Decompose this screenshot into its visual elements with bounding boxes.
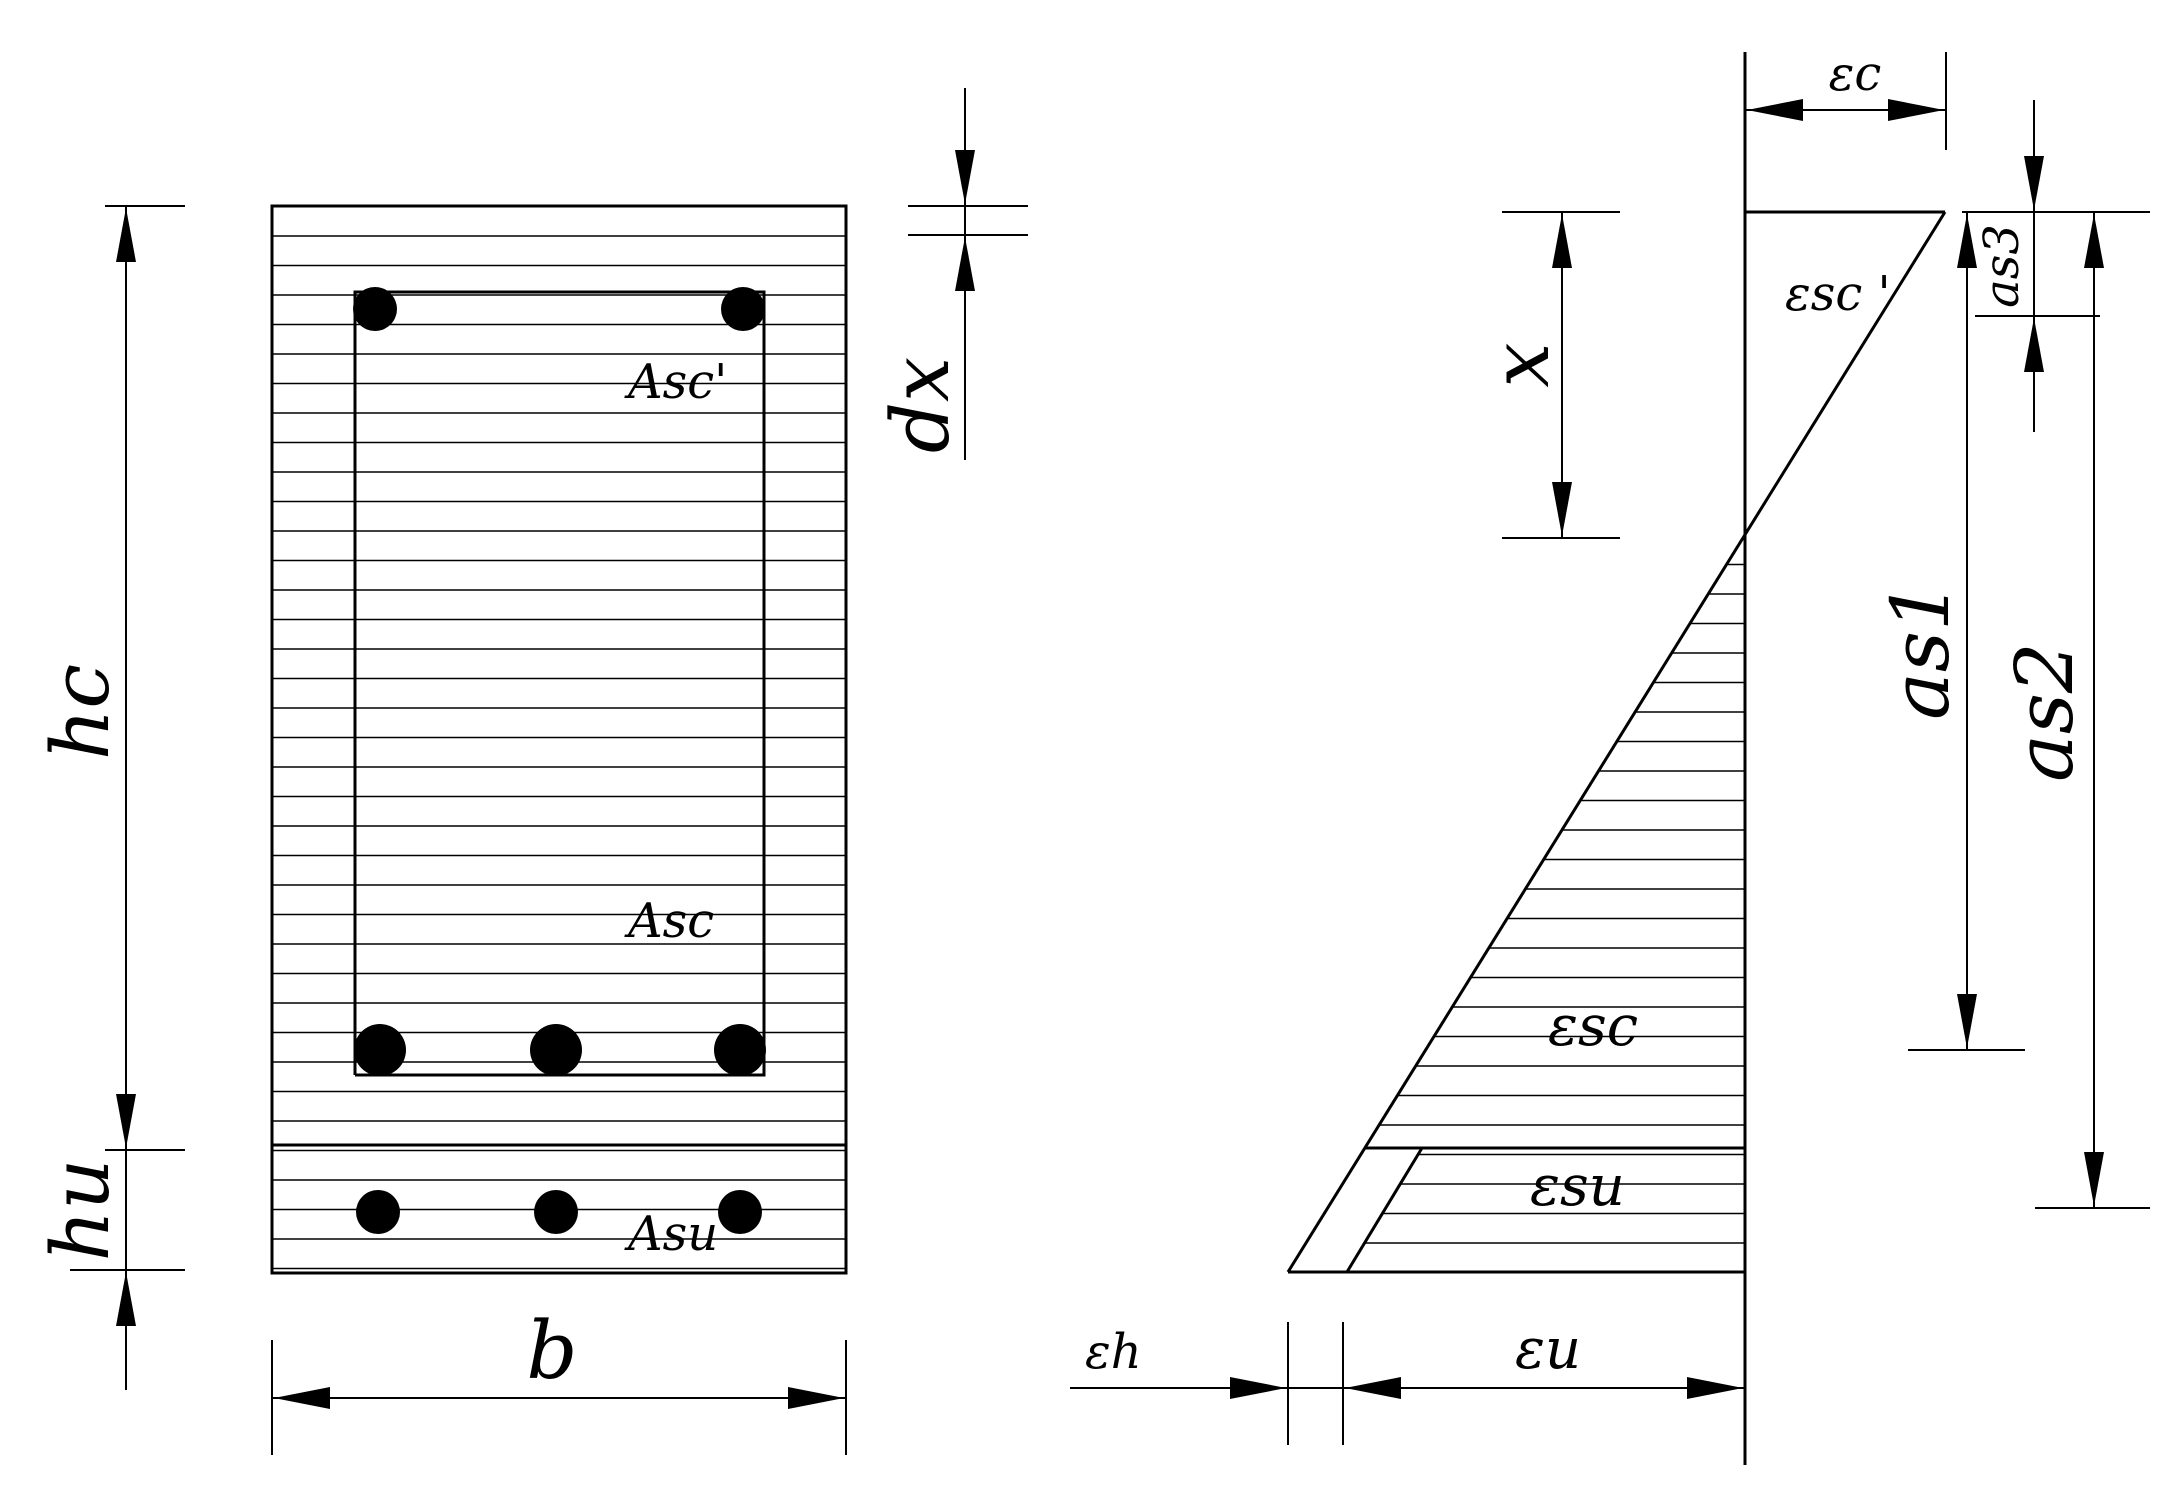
neutral-axis-label: x xyxy=(1474,342,1567,387)
section-outline xyxy=(270,204,848,1275)
strain-diagram: εsc ' εsc εsu xyxy=(1286,52,1947,1465)
stirrup xyxy=(353,290,766,1077)
rebar-mid-center xyxy=(530,1024,582,1076)
rebar-top-label: Asc' xyxy=(624,354,727,410)
concrete-strain-label: εc xyxy=(1829,46,1882,102)
uhpc-strain-label: εu xyxy=(1515,1317,1581,1382)
rebar-bottom-left xyxy=(356,1190,400,1234)
strip-dimension: dx xyxy=(874,88,1028,460)
mid-rebar-strain-label: εsc xyxy=(1548,994,1638,1059)
neutral-axis-dimension: x xyxy=(1474,211,1620,539)
section-hatch xyxy=(272,235,846,1270)
strain-hatch xyxy=(1288,239,1745,1244)
rebar-mid-left xyxy=(354,1024,406,1076)
section-width-dimension: b xyxy=(271,1304,847,1455)
rebar-bottom-label: Asu xyxy=(624,1206,718,1262)
rebar-top-right xyxy=(721,287,765,331)
section-height-dimensions: hc hu xyxy=(34,205,185,1390)
rebar-mid-label: Asc xyxy=(624,893,714,949)
rebar-top-left xyxy=(353,287,397,331)
bottom-strain-dimensions: εh εu xyxy=(1070,1317,1745,1445)
uhpc-rebar-strain-label: εsu xyxy=(1530,1154,1625,1219)
strain-offset-gap xyxy=(1288,1148,1422,1272)
height-uhpc-label: hu xyxy=(34,1158,127,1261)
strain-profile-line xyxy=(1286,211,1947,1273)
cross-section: Asc' Asc Asu xyxy=(270,204,848,1275)
concrete-strain-dimension: εc xyxy=(1744,46,1947,150)
dist-label-3: as3 xyxy=(1974,224,2030,308)
rebar-bottom-right xyxy=(718,1190,762,1234)
strip-label: dx xyxy=(874,357,967,453)
rebar-mid-right xyxy=(714,1024,766,1076)
rebar-depth-dimensions: as3 as1 as2 xyxy=(1874,100,2150,1209)
uhpc-strain-line xyxy=(1345,1147,1424,1273)
dist-label-2: as2 xyxy=(1998,642,2091,782)
offset-strain-label: εh xyxy=(1085,1324,1142,1380)
width-label: b xyxy=(526,1304,577,1397)
height-concrete-label: hc xyxy=(34,664,127,760)
top-rebar-strain-label: εsc ' xyxy=(1785,266,1891,322)
rebar-bottom-center xyxy=(534,1190,578,1234)
dist-label-1: as1 xyxy=(1874,580,1967,720)
